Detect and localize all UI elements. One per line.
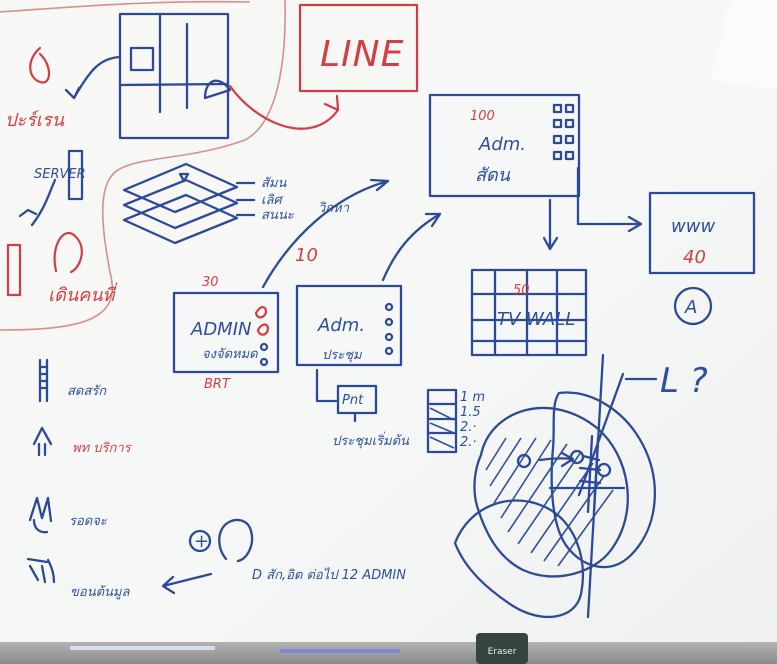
red-loop-icon	[53, 232, 83, 274]
meeting-connector	[315, 368, 338, 403]
left-icon-3	[28, 496, 53, 534]
left-red-label: เดินคนที่	[48, 282, 117, 306]
lobe-2	[453, 499, 584, 619]
eraser-label: Eraser	[488, 647, 517, 657]
ten-label: 10	[295, 245, 318, 266]
left-icon-1	[38, 358, 49, 403]
left-note-4: ขอนต้นมูล	[70, 585, 130, 600]
bulb-icon	[218, 518, 254, 563]
line-link	[228, 84, 340, 130]
tick-1: 1 m	[460, 390, 485, 405]
server-label: SERVER	[34, 167, 86, 182]
line-box	[298, 3, 419, 93]
plus-circle	[188, 529, 212, 553]
stack-mid	[122, 178, 239, 230]
node-arrow	[538, 451, 575, 468]
top-left-screen	[118, 12, 230, 140]
admin-card-label: ADMIN	[190, 319, 251, 340]
flow-arrow-2	[381, 212, 442, 282]
tv-wall-arrow	[542, 198, 559, 251]
bottom-arrow	[161, 572, 213, 595]
meeting-label: ประชุมเริ่มต้น	[332, 431, 410, 449]
brt-label: BRT	[204, 377, 231, 392]
circle-a-label: A	[684, 297, 697, 318]
admin-card-sub: จงจัดหมด	[202, 347, 258, 362]
stack-label-3: สนนะ	[261, 208, 295, 223]
stack-label-2: เลิศ	[261, 193, 284, 208]
meeting-icon-label: Pnt	[342, 393, 364, 408]
tick-4: 2.·	[460, 435, 477, 450]
hundred-label: 100	[470, 109, 495, 124]
tv-wall-grid	[470, 268, 588, 357]
red-s-label: ปะร์เรน	[5, 110, 65, 131]
tick-2: 1.5	[460, 405, 481, 420]
glare	[710, 0, 777, 90]
left-note-3: รอดจะ	[69, 514, 108, 529]
left-note-2: พท บริการ	[72, 441, 133, 456]
left-icon-2	[32, 426, 53, 457]
tv-wall-label: TV WALL	[497, 309, 575, 330]
left-icon-4	[26, 557, 56, 584]
meeting-icon-box	[336, 384, 378, 415]
adm-box-sub: ประชุม	[322, 348, 363, 363]
adm-box	[295, 284, 403, 367]
red-s-icon	[29, 46, 51, 84]
www-label: www	[671, 216, 715, 237]
top-screen-sub: สัดน	[475, 165, 511, 186]
left-note-1: สดสรัก	[67, 384, 107, 399]
flow-arrow-1	[261, 178, 390, 289]
top-screen-dots	[552, 103, 575, 161]
left-faint-region	[0, 0, 286, 331]
www-box	[648, 191, 756, 275]
adm-box-label: Adm.	[317, 315, 365, 336]
lobe-3	[550, 391, 656, 569]
bottom-note: D สัก,อิต ต่อไป 12 ADMIN	[252, 567, 406, 583]
top-right-screen	[428, 93, 581, 198]
server-arrow	[64, 55, 122, 100]
plus-label: +	[194, 531, 209, 552]
line-label: LINE	[320, 34, 404, 75]
tick-3: 2.·	[460, 420, 477, 435]
circle-a-outline	[673, 286, 713, 326]
left-red-bar	[6, 243, 22, 297]
marker-2	[280, 649, 400, 653]
stack-bottom	[122, 193, 239, 245]
server-box	[67, 149, 84, 201]
stack-label-1: สัมน	[261, 176, 288, 191]
stack-top	[122, 162, 239, 214]
top-screen-adm: Adm.	[478, 134, 526, 155]
forty-label: 40	[683, 247, 706, 268]
fifty-label: 50	[513, 283, 530, 298]
www-arrow	[576, 166, 643, 233]
admin-card	[172, 291, 280, 374]
center-marker	[578, 434, 602, 514]
marker-1	[70, 646, 215, 650]
l-label: L ?	[660, 361, 708, 401]
tick-column	[426, 388, 458, 454]
eraser	[476, 633, 528, 664]
thirty-label: 30	[202, 275, 219, 290]
node-1-icon	[516, 453, 532, 469]
diagonal-line	[577, 372, 625, 497]
